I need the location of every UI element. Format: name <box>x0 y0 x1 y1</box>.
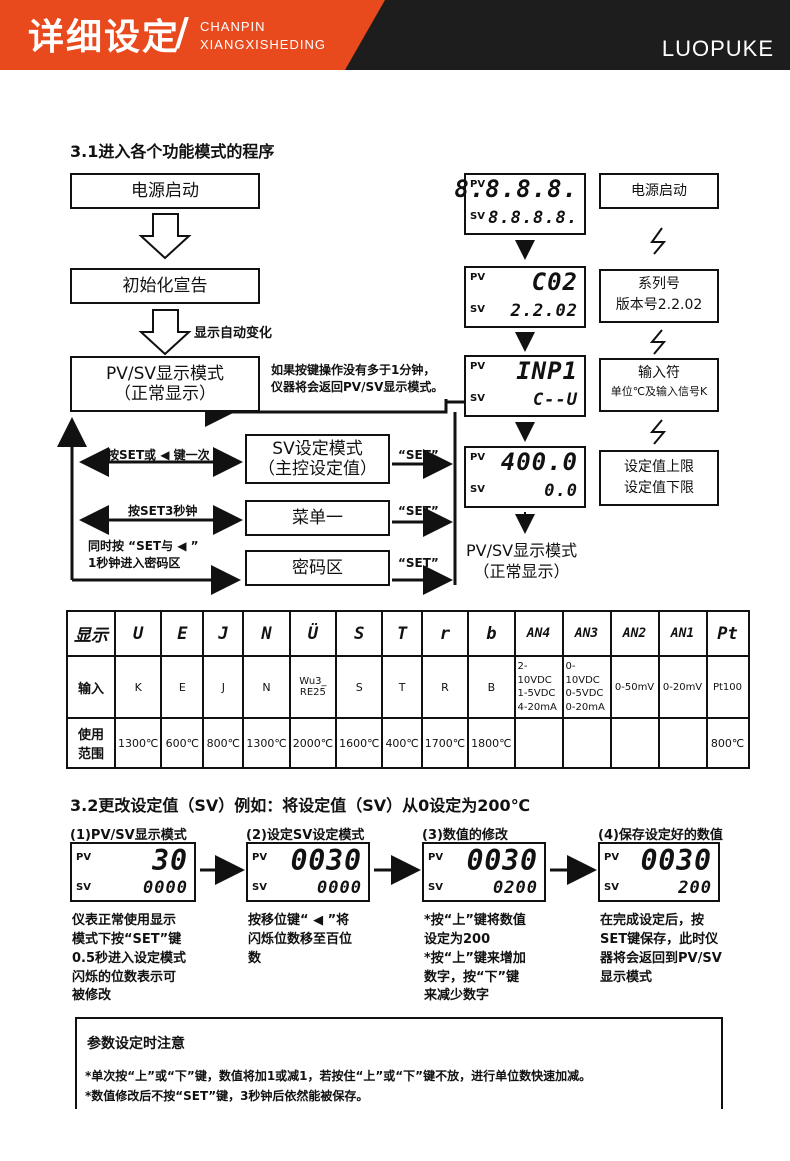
side-power-on-box: 电源启动 <box>599 173 719 209</box>
series-box: 系列号 版本号2.2.02 <box>599 269 719 323</box>
lcd3-sv-value: C--U <box>533 390 578 410</box>
lcd2-sv-value: 2.2.02 <box>510 301 578 321</box>
pvsv-mode-line1: PV/SV显示模式 <box>105 363 225 384</box>
header-accent <box>0 0 385 70</box>
step4-desc: 在完成设定后，按 SET键保存，此时仪 器将会返回到PV/SV 显示模式 <box>600 913 722 985</box>
step1-desc: 仪表正常使用显示 模式下按“SET”键 0.5秒进入设定模式 闪烁的位数表示可 … <box>72 913 187 1004</box>
return-note: 如果按键操作没有多于1分钟， 仪器将会返回PV/SV显示模式。 <box>271 363 444 394</box>
press-once-label: 按SET或 ◀ 键一次 <box>107 448 210 462</box>
pvsv-mode-box: PV/SV显示模式 （正常显示） <box>70 356 260 412</box>
lcd-display-2: PV SV C02 2.2.02 <box>464 266 586 328</box>
set-label-2: “SET” <box>398 504 439 518</box>
caution-title: 参数设定时注意 <box>87 1036 185 1052</box>
zigzag-3 <box>649 419 667 445</box>
hollow-arrow-1 <box>138 213 192 260</box>
step1-title: (1)PV/SV显示模式 <box>70 828 187 843</box>
step2-lcd: PV SV 0030 0000 <box>246 842 370 902</box>
password-box: 密码区 <box>245 550 390 586</box>
step3-lcd: PV SV 0030 0200 <box>422 842 546 902</box>
lcd-display-4: PV SV 400.0 0.0 <box>464 446 586 508</box>
caution-box: 参数设定时注意 *单次按“上”或“下”键，数值将加1或减1，若按住“上”或“下”… <box>75 1017 723 1109</box>
input-spec-table: 显示 U E J N Ü S T r b AN4 AN3 AN2 AN1 Pt … <box>66 610 750 769</box>
section-title-3-1: 3.1进入各个功能模式的程序 <box>70 142 275 161</box>
table-row-input: 输入 K E J N Wu3_ RE25 S T R B 2-10VDC 1-5… <box>66 655 750 719</box>
page-title: 详细设定 <box>28 17 181 58</box>
title-pinyin-2: XIANGXISHEDING <box>200 37 326 52</box>
hollow-arrow-2 <box>138 309 192 356</box>
brand-logo: LUOPUKE <box>661 36 774 61</box>
auto-change-label: 显示自动变化 <box>194 326 273 341</box>
lcd4-pv-value: 400.0 <box>500 448 578 476</box>
return-line <box>230 399 448 414</box>
power-on-box: 电源启动 <box>70 173 260 209</box>
press-3s-label: 按SET3秒钟 <box>128 504 198 518</box>
menu1-box: 菜单一 <box>245 500 390 536</box>
title-pinyin-1: CHANPIN <box>200 19 266 34</box>
header-bar: 详细设定 / CHANPIN XIANGXISHEDING LUOPUKE <box>0 0 790 70</box>
end-mode-label: PV/SV显示模式 （正常显示） <box>466 541 578 581</box>
sv-mode-box: SV设定模式 （主控设定值） <box>245 434 390 484</box>
init-box: 初始化宣告 <box>70 268 260 304</box>
step3-title: (3)数值的修改 <box>422 828 508 843</box>
step1-lcd: PV SV 30 0000 <box>70 842 196 902</box>
caution-line-1: *单次按“上”或“下”键，数值将加1或减1，若按住“上”或“下”键不放，进行单位… <box>85 1069 592 1083</box>
lcd1-pv-value: 8.8.8.8. <box>454 175 578 203</box>
table-row-display: 显示 U E J N Ü S T r b AN4 AN3 AN2 AN1 Pt <box>66 610 750 657</box>
set-label-3: “SET” <box>398 556 439 570</box>
zigzag-2 <box>649 329 667 355</box>
zigzag-1 <box>650 227 667 255</box>
press-both-label: 同时按 “SET与 ◀ ” 1秒钟进入密码区 <box>88 539 199 570</box>
lcd4-sv-value: 0.0 <box>544 481 578 501</box>
lcd-display-3: PV SV INP1 C--U <box>464 355 586 417</box>
title-slash: / <box>175 10 189 54</box>
lcd2-pv-value: C02 <box>531 268 578 296</box>
step2-title: (2)设定SV设定模式 <box>246 828 365 843</box>
lcd-display-1: PV SV 8.8.8.8. 8.8.8.8. <box>454 173 586 235</box>
step4-lcd: PV SV 0030 200 <box>598 842 720 902</box>
step4-title: (4)保存设定好的数值 <box>598 828 723 843</box>
step3-desc: *按“上”键将数值 设定为200 *按“上”键来增加 数字，按“下”键 来减少数… <box>424 913 526 1004</box>
section-title-3-2: 3.2更改设定值（SV）例如：将设定值（SV）从0设定为200℃ <box>70 796 531 815</box>
set-label-1: “SET” <box>398 448 439 462</box>
lcd1-sv-value: 8.8.8.8. <box>488 208 578 228</box>
lcd3-pv-value: INP1 <box>516 357 578 385</box>
input-sign-box: 输入符 单位℃及输入信号K <box>599 358 719 412</box>
pvsv-mode-line2: （正常显示） <box>114 384 216 404</box>
table-row-range: 使用范围 1300℃ 600℃ 800℃ 1300℃ 2000℃ 1600℃ 4… <box>66 717 750 769</box>
caution-line-2: *数值修改后不按“SET”键，3秒钟后依然能被保存。 <box>85 1089 369 1103</box>
step2-desc: 按移位键“ ◀ ”将 闪烁位数移至百位 数 <box>248 913 353 966</box>
limit-box: 设定值上限 设定值下限 <box>599 450 719 506</box>
